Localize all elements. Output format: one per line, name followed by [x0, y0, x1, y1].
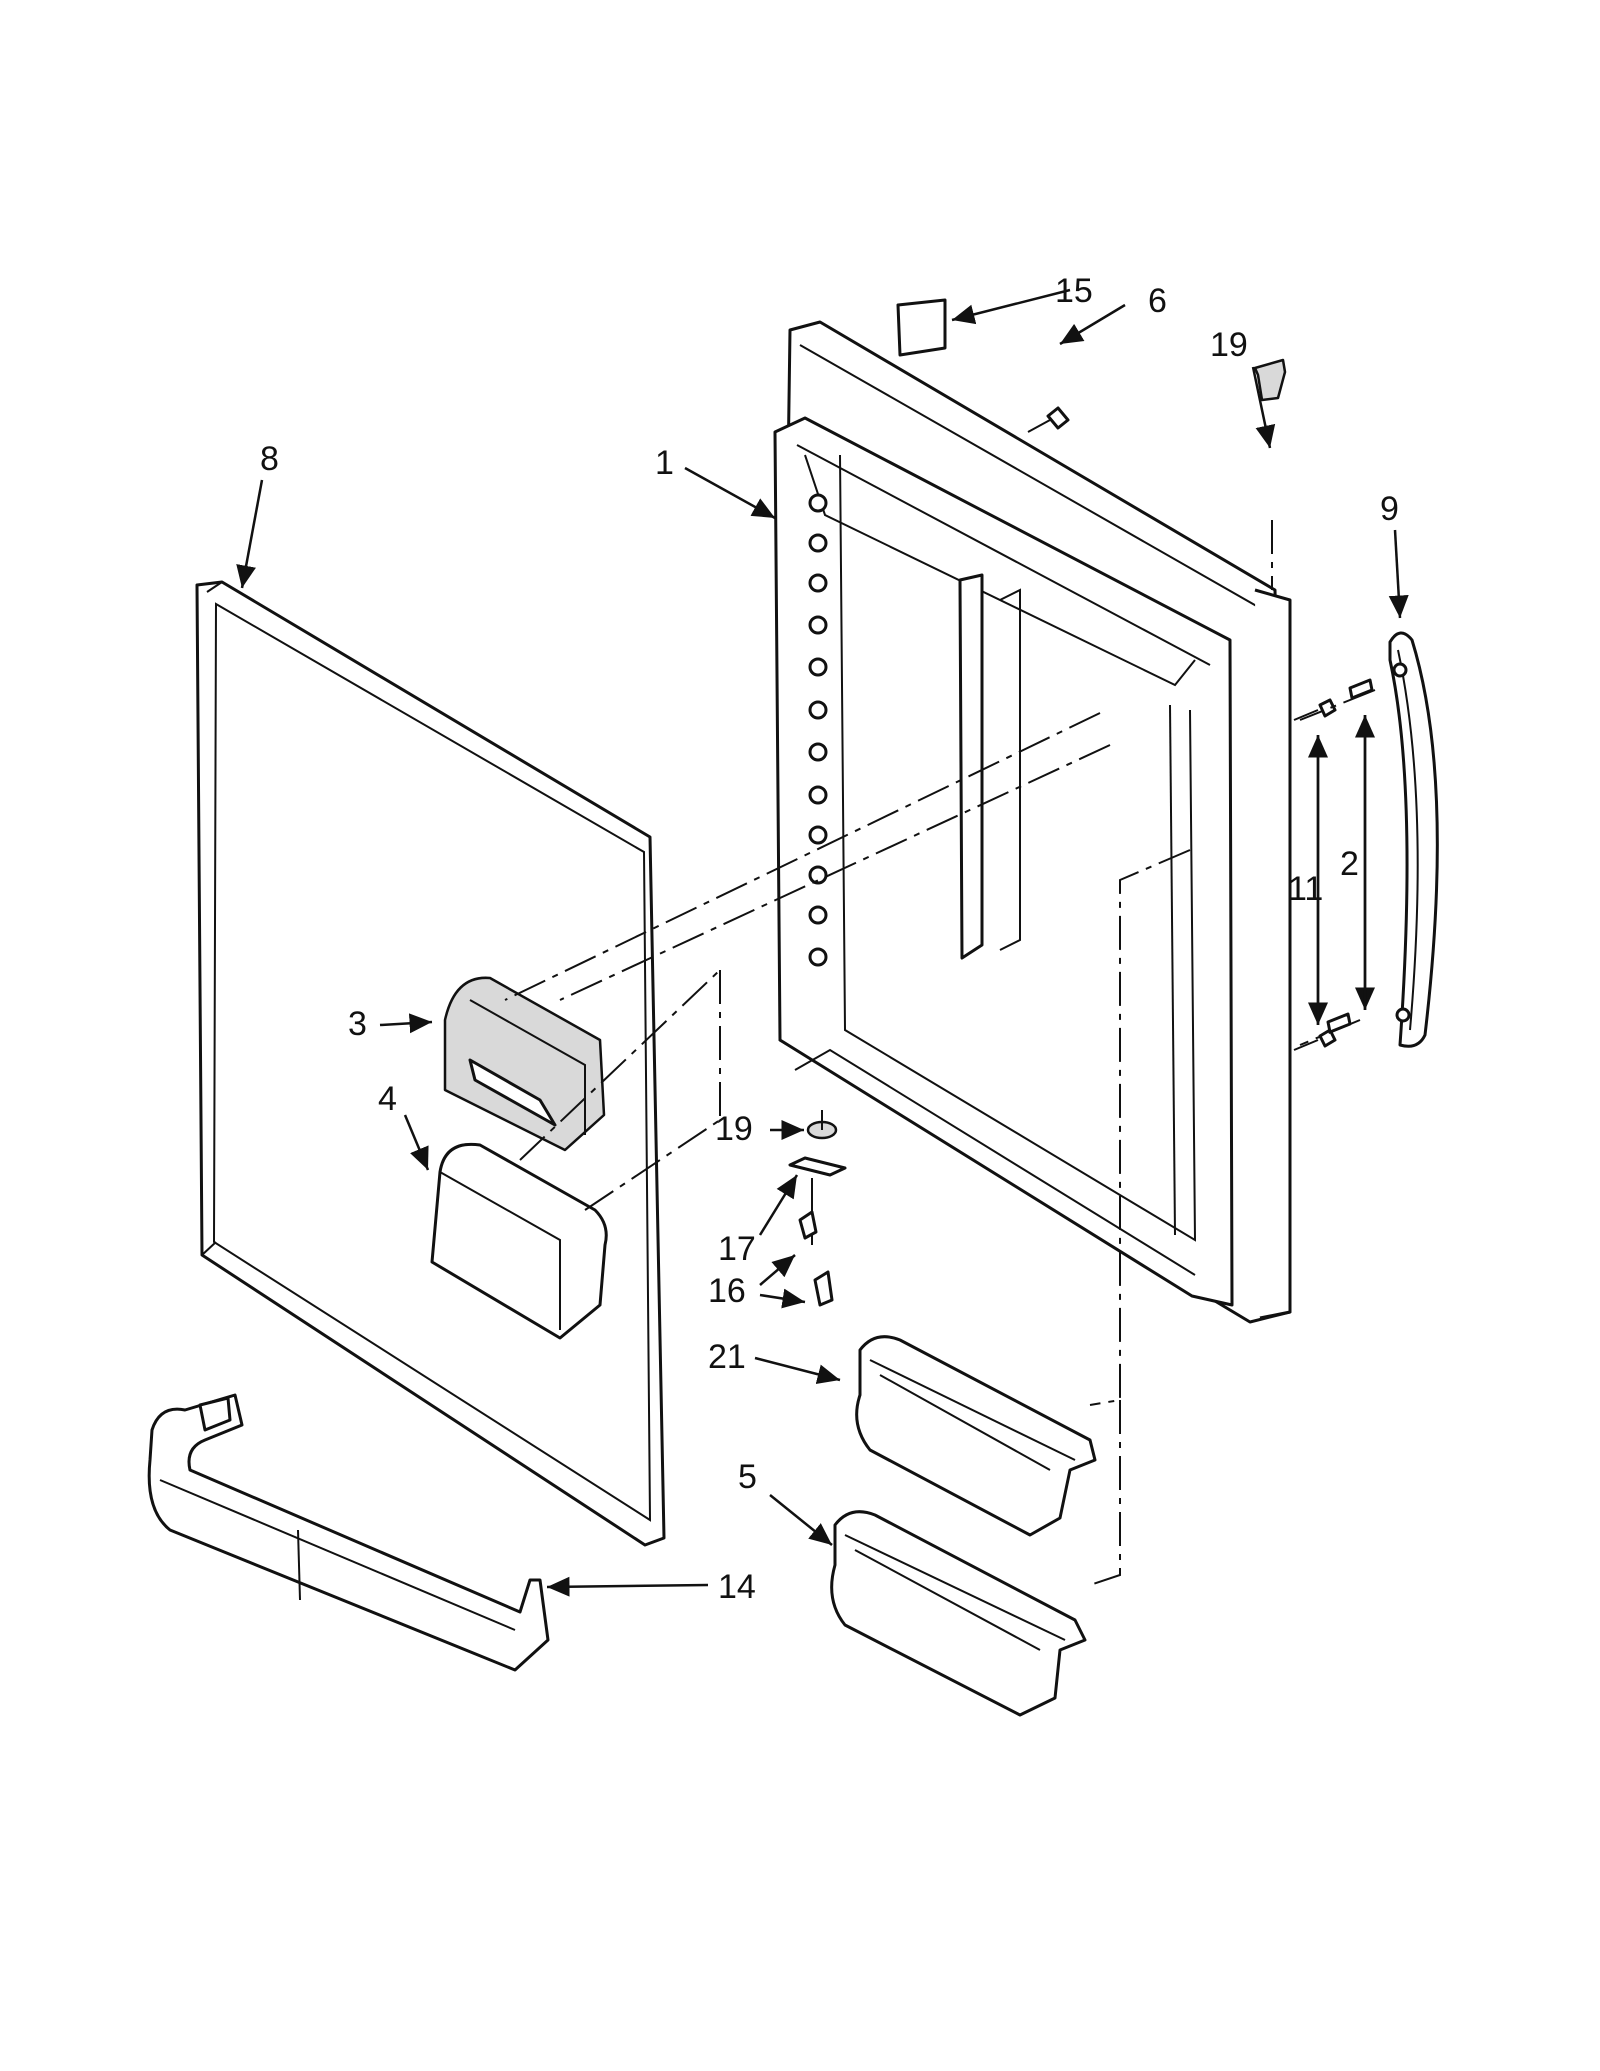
callout-16: 19 [1210, 326, 1248, 364]
callout-labels: 15 6 19 1 8 9 2 11 3 4 19 17 16 21 5 14 [260, 272, 1399, 1606]
plug-part [1253, 358, 1287, 402]
dispenser-cover-part [443, 976, 606, 1152]
callout-12: 15 [1055, 272, 1093, 310]
callout-2: 2 [1340, 845, 1359, 883]
callout-15: 16 [708, 1272, 746, 1310]
callout-1: 1 [655, 444, 674, 482]
bottom-shelf-bin-part [147, 1393, 550, 1672]
callout-4: 4 [378, 1080, 397, 1118]
shelf-peg-column [808, 493, 828, 967]
leader-arrows [236, 288, 1409, 1597]
alignment-lines [504, 520, 1376, 1586]
door-bin-lower-part [830, 1510, 1087, 1717]
callout-9: 9 [1380, 490, 1399, 528]
door-panel-part [773, 320, 1292, 1324]
callout-8: 8 [260, 440, 279, 478]
handle-part [1388, 631, 1439, 1048]
callout-19: 19 [715, 1110, 753, 1148]
screw-part [1027, 406, 1070, 433]
callout-5: 5 [738, 1458, 757, 1496]
callout-17: 17 [718, 1230, 756, 1268]
label-plate-part [896, 298, 947, 357]
door-bin-upper-part [855, 1335, 1097, 1537]
hardware-screws [1293, 678, 1374, 1051]
hinge-hardware [788, 1120, 847, 1307]
callout-14: 14 [718, 1568, 756, 1606]
callout-6: 6 [1148, 282, 1167, 320]
dispenser-bin-part [430, 1142, 608, 1340]
callout-11: 11 [1288, 870, 1323, 908]
callout-3: 3 [348, 1005, 367, 1043]
callout-21: 21 [708, 1338, 746, 1376]
